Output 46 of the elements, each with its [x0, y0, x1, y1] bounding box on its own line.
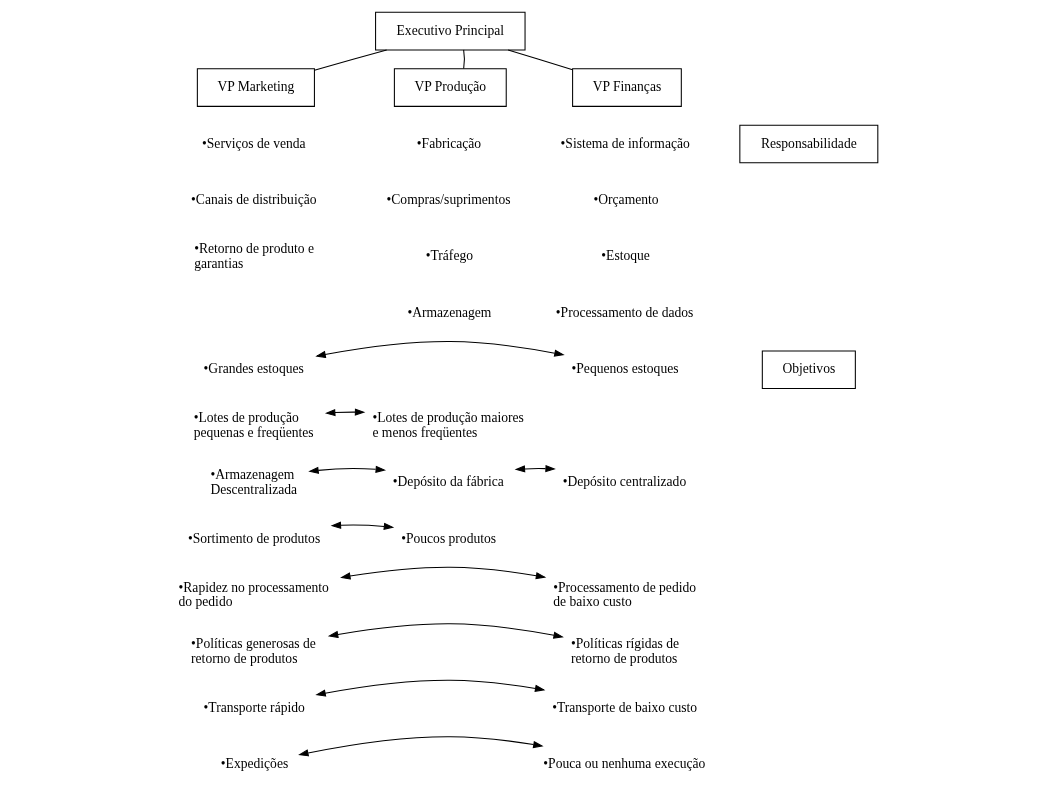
label: •Processamento de dados	[555, 304, 693, 320]
node-text: •Pequenos estoques	[571, 361, 679, 377]
node-text: •Pouca ou nenhuma execução	[542, 756, 705, 772]
node-box: VP Marketing	[196, 68, 315, 107]
label: •Compras/suprimentos	[386, 192, 510, 207]
node-text: •Lotes de produção pequenas e freqüentes	[193, 410, 314, 441]
label: •Estoque	[600, 248, 650, 264]
label: •Tráfego	[425, 248, 473, 264]
arrow	[330, 521, 394, 531]
connector	[462, 49, 465, 69]
arrow	[297, 736, 544, 757]
label: •Sistema de informação	[560, 135, 690, 151]
node-text: •Armazenagem Descentralizada	[209, 466, 297, 497]
node-text: •Expedições	[220, 756, 288, 772]
label: •Fabricação	[416, 135, 481, 151]
node-text: •Políticas generosas de retorno de produtos	[190, 636, 316, 666]
label: •Retorno de produto e garantias	[193, 241, 314, 271]
arrow	[307, 465, 386, 474]
node-text: •Processamento de pedido de baixo custo	[552, 579, 696, 610]
arrow	[327, 623, 564, 639]
node-text: •Poucos produtos	[400, 530, 496, 546]
node-box: Objetivos	[761, 350, 856, 390]
label: •Serviços de venda	[201, 135, 306, 151]
label: •Orçamento	[593, 192, 659, 207]
node-text: •Lotes de produção maiores e menos freqüentes	[371, 410, 524, 441]
arrow	[324, 408, 365, 417]
label: •Armazenagem	[406, 304, 491, 320]
arrow	[314, 341, 565, 359]
label: •Canais de distribuição	[190, 192, 317, 207]
node-text: •Transporte rápido	[203, 699, 305, 715]
node-box: VP Produção	[393, 68, 507, 107]
arrow	[514, 464, 556, 473]
arrow	[339, 566, 546, 580]
node-text: •Depósito centralizado	[562, 474, 686, 490]
node-text: •Transporte de baixo custo	[551, 699, 697, 715]
node-box: Responsabilidade	[738, 124, 878, 164]
node-text: •Rapidez no processamento do pedido	[178, 579, 329, 610]
node-text: •Políticas rígidas de retorno de produtos	[570, 636, 679, 666]
node-box: Executivo Principal	[374, 11, 526, 51]
connector	[507, 49, 573, 71]
node-text: •Depósito da fábrica	[392, 474, 504, 490]
connector	[313, 49, 387, 71]
arrow	[314, 679, 545, 697]
node-text: •Grandes estoques	[203, 361, 304, 377]
node-box: VP Finanças	[571, 68, 682, 107]
node-text: •Sortimento de produtos	[187, 530, 320, 546]
